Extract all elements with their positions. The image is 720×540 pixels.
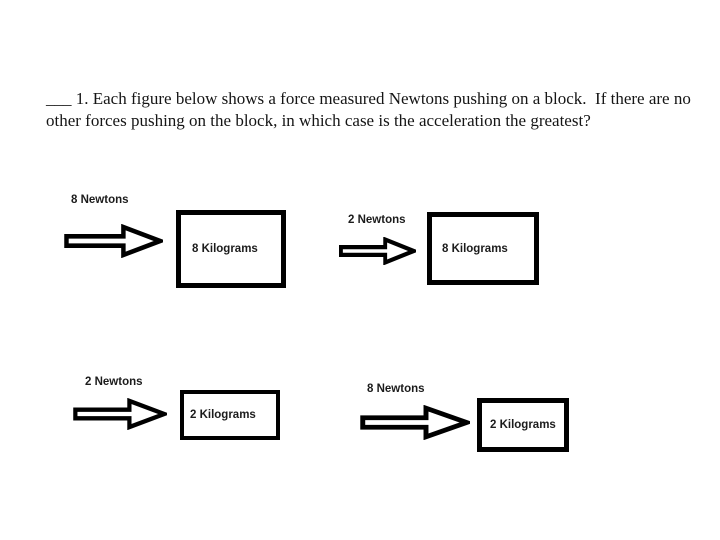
figure1-mass-block: 8 Kilograms — [176, 210, 286, 288]
figure1-force-label: 8 Newtons — [71, 194, 129, 206]
figure1-force-arrow-icon — [64, 224, 163, 258]
figure4-force-label: 8 Newtons — [367, 383, 425, 395]
figure2-force-arrow-icon — [339, 237, 416, 265]
figure3-mass-block: 2 Kilograms — [180, 390, 280, 440]
figure3-force-label: 2 Newtons — [85, 376, 143, 388]
figure3-force-arrow-icon — [73, 398, 167, 430]
figure4-mass-label: 2 Kilograms — [490, 419, 556, 431]
question-line-1: ___ 1. Each figure below shows a force m… — [46, 89, 691, 108]
figure2-mass-block: 8 Kilograms — [427, 212, 539, 285]
figure4-force-arrow-icon — [360, 405, 470, 440]
figure3-mass-label: 2 Kilograms — [190, 409, 256, 421]
question-line-2: other forces pushing on the block, in wh… — [46, 111, 591, 130]
figure2-mass-label: 8 Kilograms — [442, 242, 508, 255]
question-text: ___ 1. Each figure below shows a force m… — [46, 88, 691, 132]
figure4-mass-block: 2 Kilograms — [477, 398, 569, 452]
figure1-mass-label: 8 Kilograms — [192, 243, 258, 255]
figure2-force-label: 2 Newtons — [348, 214, 406, 226]
